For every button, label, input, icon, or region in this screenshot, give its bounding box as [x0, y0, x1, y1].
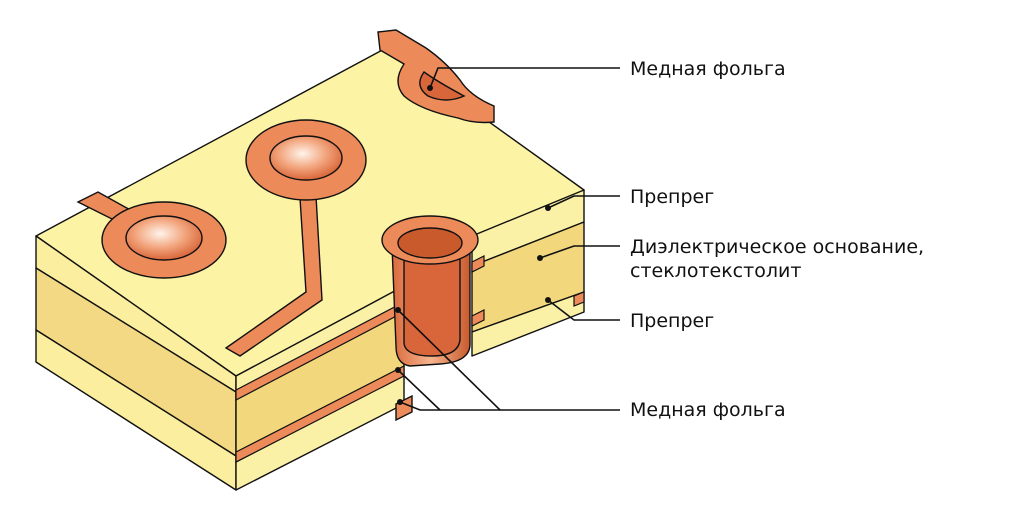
- center-pad-hole: [269, 135, 343, 181]
- dot-copper-bottom-3: [397, 399, 403, 405]
- label-copper-foil-bottom: Медная фольга: [630, 399, 786, 421]
- label-dielectric-line1: Диэлектрическое основание,: [630, 236, 925, 258]
- label-copper-foil-top: Медная фольга: [630, 58, 786, 80]
- dot-prepreg-bottom: [545, 297, 551, 303]
- inner-foil-right-lower: [471, 309, 485, 327]
- dot-copper-bottom-2: [395, 367, 401, 373]
- label-dielectric-line2: стеклотекстолит: [630, 260, 802, 282]
- leader-copper-bottom-3: [399, 401, 500, 411]
- half-ring-pad: [377, 29, 495, 124]
- half-ring-inner: [419, 71, 466, 101]
- leader-prepreg-bottom: [547, 299, 620, 321]
- label-prepreg-top: Препрег: [630, 186, 715, 208]
- dot-copper-top: [427, 85, 433, 91]
- top-copper: [76, 29, 495, 357]
- inner-foil-right-upper: [471, 255, 485, 273]
- leader-lines: [397, 67, 620, 411]
- leader-dots: [395, 85, 551, 405]
- dot-copper-bottom-1: [395, 307, 401, 313]
- label-prepreg-bottom: Препрег: [630, 310, 715, 332]
- inner-foil-right-edge: [573, 291, 585, 307]
- right-face-prepreg-bottom-right: [471, 291, 585, 357]
- leader-copper-bottom-2: [397, 369, 441, 411]
- leader-dielectric: [539, 245, 620, 259]
- via-top-opening: [397, 227, 463, 259]
- via-barrel: [381, 215, 479, 422]
- leader-prepreg-top: [547, 195, 620, 209]
- leader-copper-top: [429, 67, 620, 89]
- inner-copper-foils-left: [235, 255, 585, 463]
- dot-dielectric: [537, 255, 543, 261]
- left-pad-hole: [125, 215, 203, 261]
- dot-prepreg-top: [545, 205, 551, 211]
